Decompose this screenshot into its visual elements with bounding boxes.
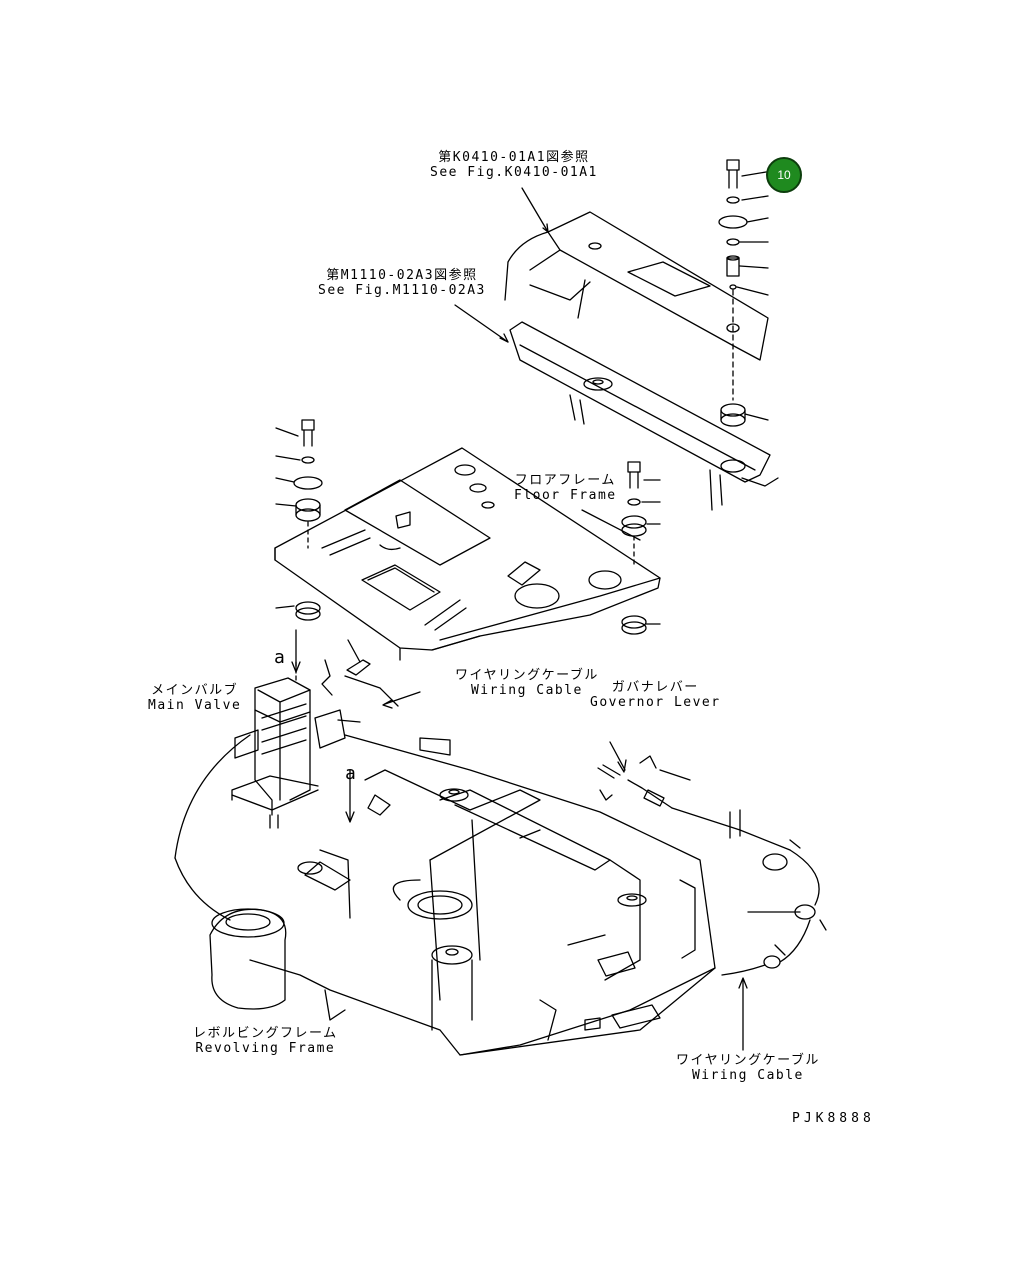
drawing-code: PJK8888 [792, 1111, 875, 1126]
connection-marker-a: a [345, 763, 358, 784]
main-valve-assembly [231, 629, 399, 829]
connection-marker-a: a [274, 647, 287, 668]
main-valve-label-en: Main Valve [148, 698, 242, 713]
reference-label-en: See Fig.M1110-02A3 [318, 283, 486, 298]
reference-label-m1110: 第M1110-02A3図参照 See Fig.M1110-02A3 [318, 268, 486, 298]
part-callout-badge[interactable]: 10 [766, 157, 802, 193]
floor-frame-label: フロアフレーム Floor Frame [514, 473, 617, 503]
floor-frame-plate [274, 419, 661, 661]
upper-panel-assembly [454, 159, 779, 511]
floor-frame-label-en: Floor Frame [514, 488, 617, 503]
main-valve-label-jp: メインバルブ [151, 683, 239, 698]
wiring-cable-label-jp: ワイヤリングケーブル [455, 668, 599, 683]
revolving-frame-label-en: Revolving Frame [195, 1041, 336, 1056]
wiring-cable-label-en: Wiring Cable [691, 1068, 804, 1083]
reference-label-jp: 第K0410-01A1図参照 [438, 150, 590, 165]
reference-label-jp: 第M1110-02A3図参照 [326, 268, 478, 283]
main-valve-label: メインバルブ Main Valve [148, 683, 241, 713]
wiring-cable-label-jp: ワイヤリングケーブル [676, 1053, 820, 1068]
revolving-frame-label-jp: レボルビングフレーム [193, 1026, 338, 1041]
reference-label-en: See Fig.K0410-01A1 [430, 165, 598, 180]
governor-lever-label-en: Governor Lever [590, 695, 721, 710]
wiring-cable-label-upper: ワイヤリングケーブル Wiring Cable [455, 668, 599, 698]
governor-lever-label-jp: ガバナレバー [611, 680, 699, 695]
wiring-cable-label-lower: ワイヤリングケーブル Wiring Cable [676, 1053, 820, 1083]
revolving-frame [174, 734, 716, 1056]
wiring-cable-label-en: Wiring Cable [470, 683, 583, 698]
reference-label-k0410: 第K0410-01A1図参照 See Fig.K0410-01A1 [430, 150, 598, 180]
floor-frame-label-jp: フロアフレーム [514, 473, 616, 488]
governor-lever-assembly [337, 691, 827, 1051]
governor-lever-label: ガバナレバー Governor Lever [590, 680, 721, 710]
revolving-frame-label: レボルビングフレーム Revolving Frame [193, 1026, 338, 1056]
